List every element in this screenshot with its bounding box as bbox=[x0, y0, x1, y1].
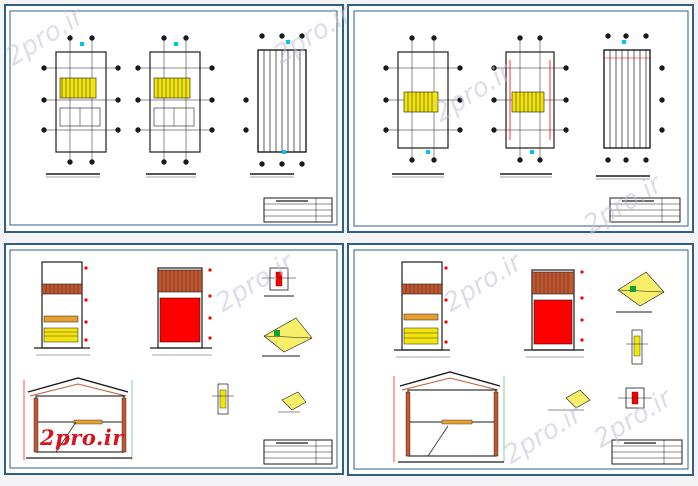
roof-plan-1 bbox=[243, 33, 307, 178]
sheet-2-outer-border bbox=[347, 4, 694, 233]
sheet-1-inner-border bbox=[9, 10, 338, 226]
roof-plan-2 bbox=[596, 33, 665, 180]
detail-2 bbox=[262, 317, 313, 357]
side-elevation-2 bbox=[524, 269, 584, 358]
detail-3 bbox=[212, 383, 234, 415]
detail-5 bbox=[616, 271, 665, 313]
front-elevation-1 bbox=[34, 261, 90, 356]
section-2 bbox=[393, 371, 505, 463]
sheet-3-title-block bbox=[263, 439, 333, 465]
detail-7 bbox=[618, 387, 652, 409]
front-elevation-2 bbox=[394, 261, 450, 358]
floor-plan-3 bbox=[383, 35, 463, 178]
detail-1 bbox=[262, 267, 296, 297]
sheet-2 bbox=[347, 4, 694, 233]
section-1 bbox=[23, 377, 133, 460]
sheet-4-inner-border bbox=[353, 249, 689, 470]
sheet-1 bbox=[4, 4, 344, 233]
sheet-2-inner-border bbox=[353, 10, 689, 227]
detail-4 bbox=[278, 391, 307, 413]
floor-plan-1 bbox=[41, 35, 121, 178]
sheet-4 bbox=[347, 243, 694, 476]
side-elevation-1 bbox=[150, 267, 212, 356]
logo-text: 2pro.ir bbox=[40, 425, 124, 450]
detail-6 bbox=[626, 329, 648, 365]
floor-plan-2 bbox=[135, 35, 215, 178]
detail-8 bbox=[548, 389, 591, 411]
floor-plan-4 bbox=[491, 35, 569, 178]
sheet-4-title-block bbox=[611, 439, 683, 465]
sheet-1-title-block bbox=[263, 197, 333, 223]
sheet-3-inner-border bbox=[9, 249, 338, 469]
sheet-2-title-block bbox=[609, 197, 681, 223]
sheet-3 bbox=[4, 243, 344, 475]
